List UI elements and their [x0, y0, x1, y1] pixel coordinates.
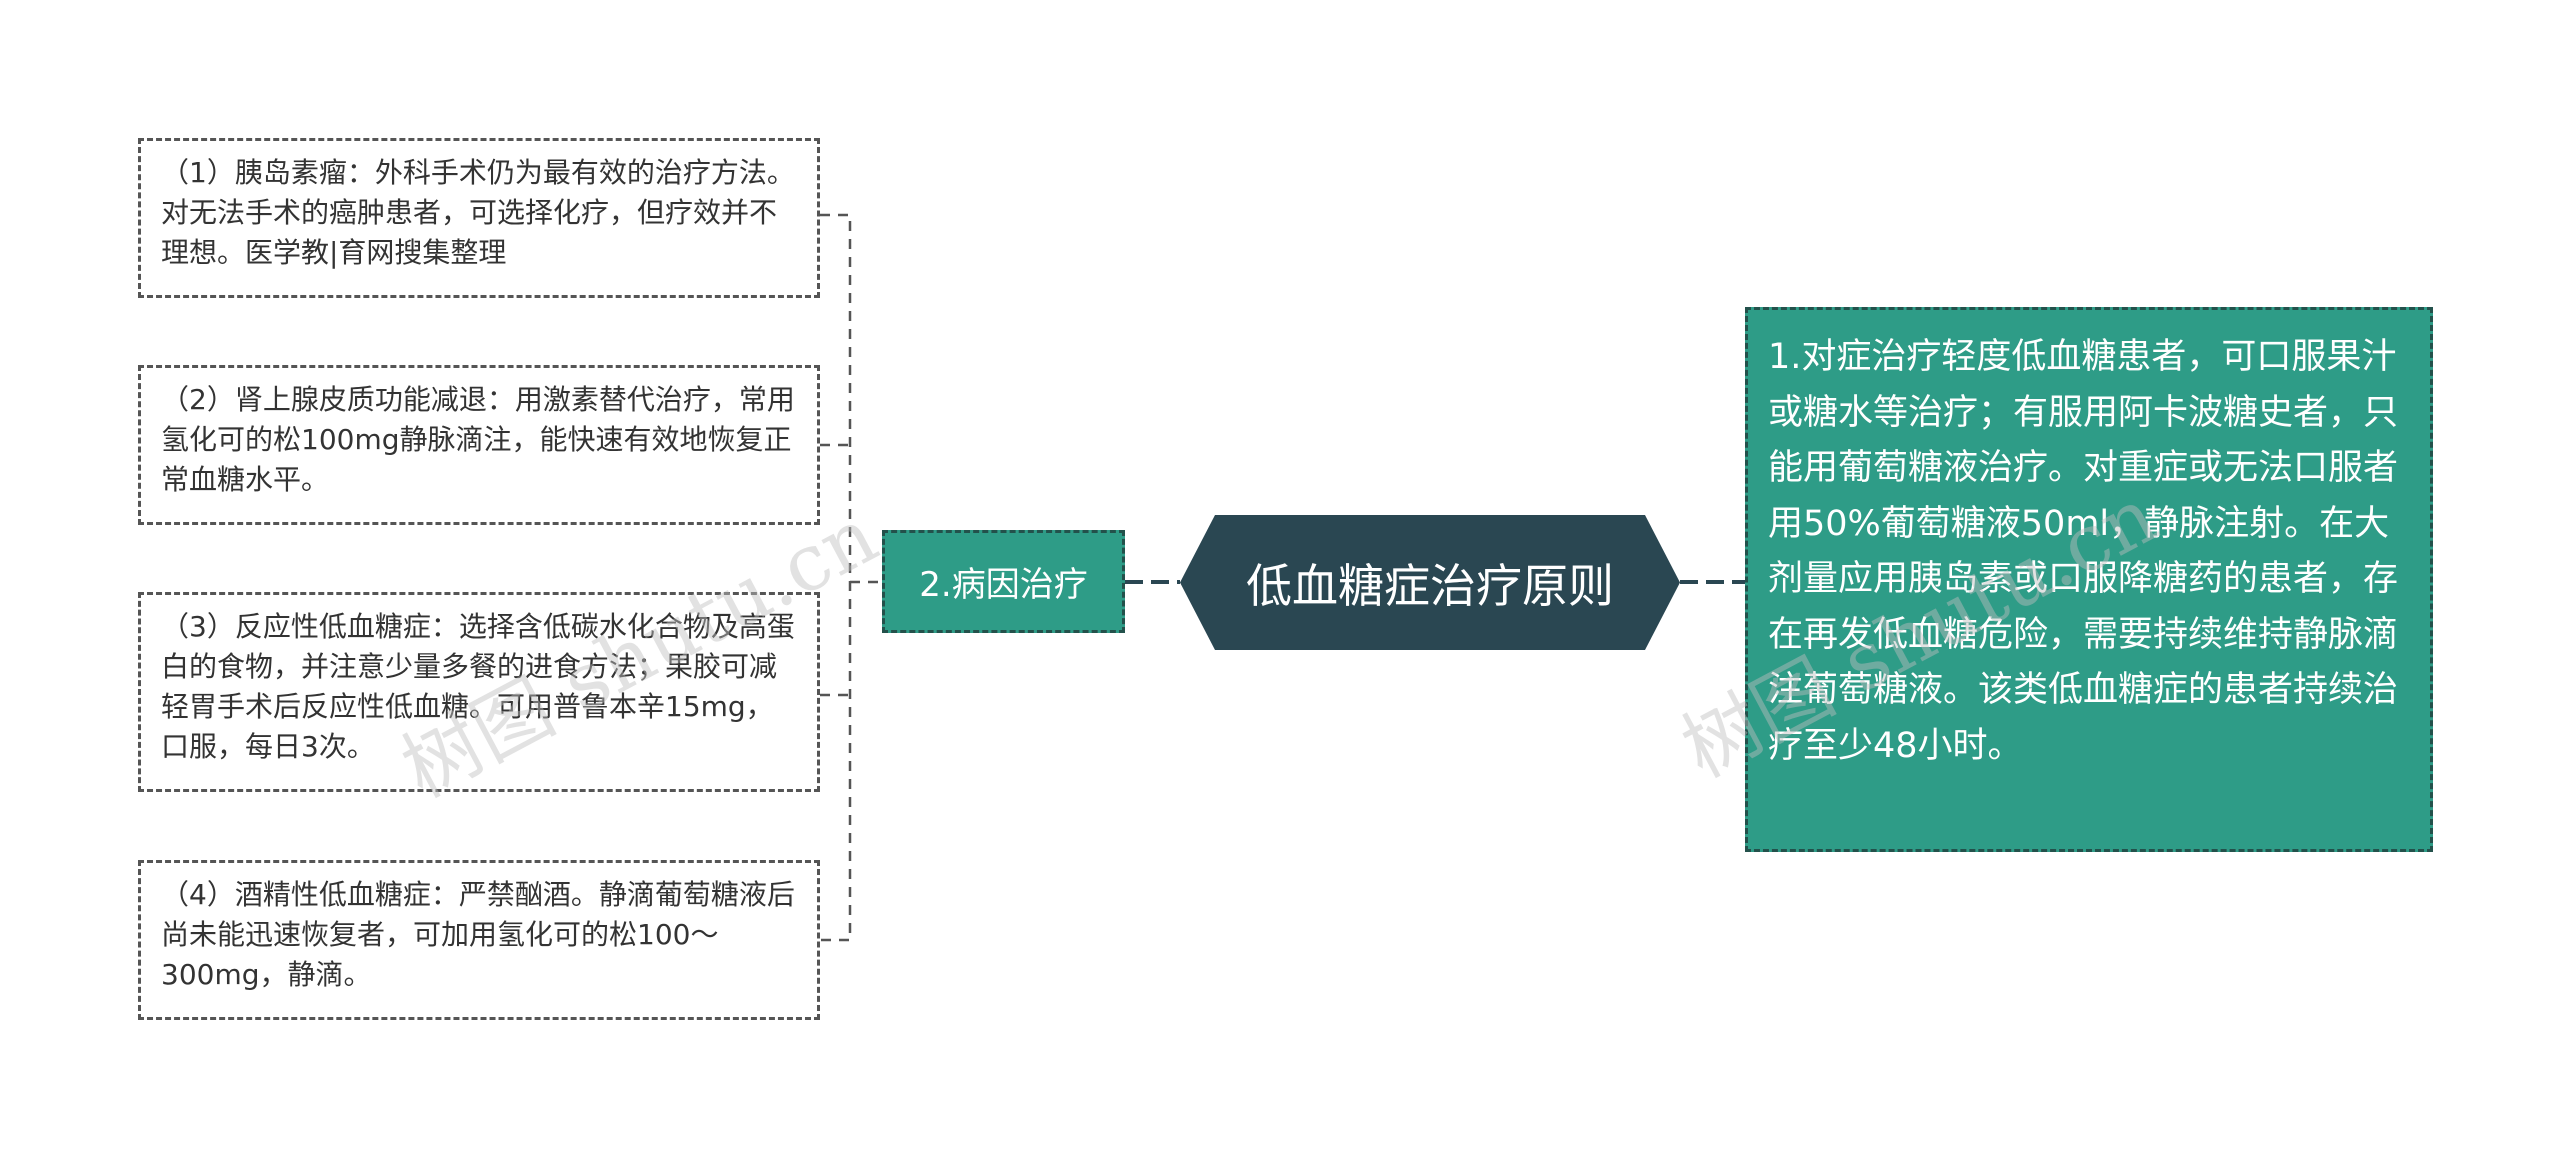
leaf-adrenal-insufficiency[interactable]: （2）肾上腺皮质功能减退：用激素替代治疗，常用氢化可的松100mg静脉滴注，能快… — [138, 365, 820, 525]
leaf-text: （1）胰岛素瘤：外科手术仍为最有效的治疗方法。对无法手术的癌肿患者，可选择化疗，… — [161, 156, 795, 269]
branch-etiological-treatment[interactable]: 2.病因治疗 — [882, 530, 1125, 633]
branch-label: 2.病因治疗 — [919, 565, 1088, 605]
root-label: 低血糖症治疗原则 — [1246, 558, 1614, 613]
leaf-text: （4）酒精性低血糖症：严禁酗酒。静滴葡萄糖液后尚未能迅速恢复者，可加用氢化可的松… — [161, 878, 795, 991]
node-text: 1.对症治疗轻度低血糖患者，可口服果汁或糖水等治疗；有服用阿卡波糖史者，只能用葡… — [1768, 337, 2399, 766]
leaf-text: （3）反应性低血糖症：选择含低碳水化合物及高蛋白的食物，并注意少量多餐的进食方法… — [161, 610, 795, 763]
node-symptomatic-treatment[interactable]: 1.对症治疗轻度低血糖患者，可口服果汁或糖水等治疗；有服用阿卡波糖史者，只能用葡… — [1745, 307, 2433, 852]
leaf-insulinoma[interactable]: （1）胰岛素瘤：外科手术仍为最有效的治疗方法。对无法手术的癌肿患者，可选择化疗，… — [138, 138, 820, 298]
leaf-alcoholic-hypoglycemia[interactable]: （4）酒精性低血糖症：严禁酗酒。静滴葡萄糖液后尚未能迅速恢复者，可加用氢化可的松… — [138, 860, 820, 1020]
root-node[interactable]: 低血糖症治疗原则 — [1180, 515, 1680, 650]
leaf-text: （2）肾上腺皮质功能减退：用激素替代治疗，常用氢化可的松100mg静脉滴注，能快… — [161, 383, 795, 496]
leaf-reactive-hypoglycemia[interactable]: （3）反应性低血糖症：选择含低碳水化合物及高蛋白的食物，并注意少量多餐的进食方法… — [138, 592, 820, 792]
